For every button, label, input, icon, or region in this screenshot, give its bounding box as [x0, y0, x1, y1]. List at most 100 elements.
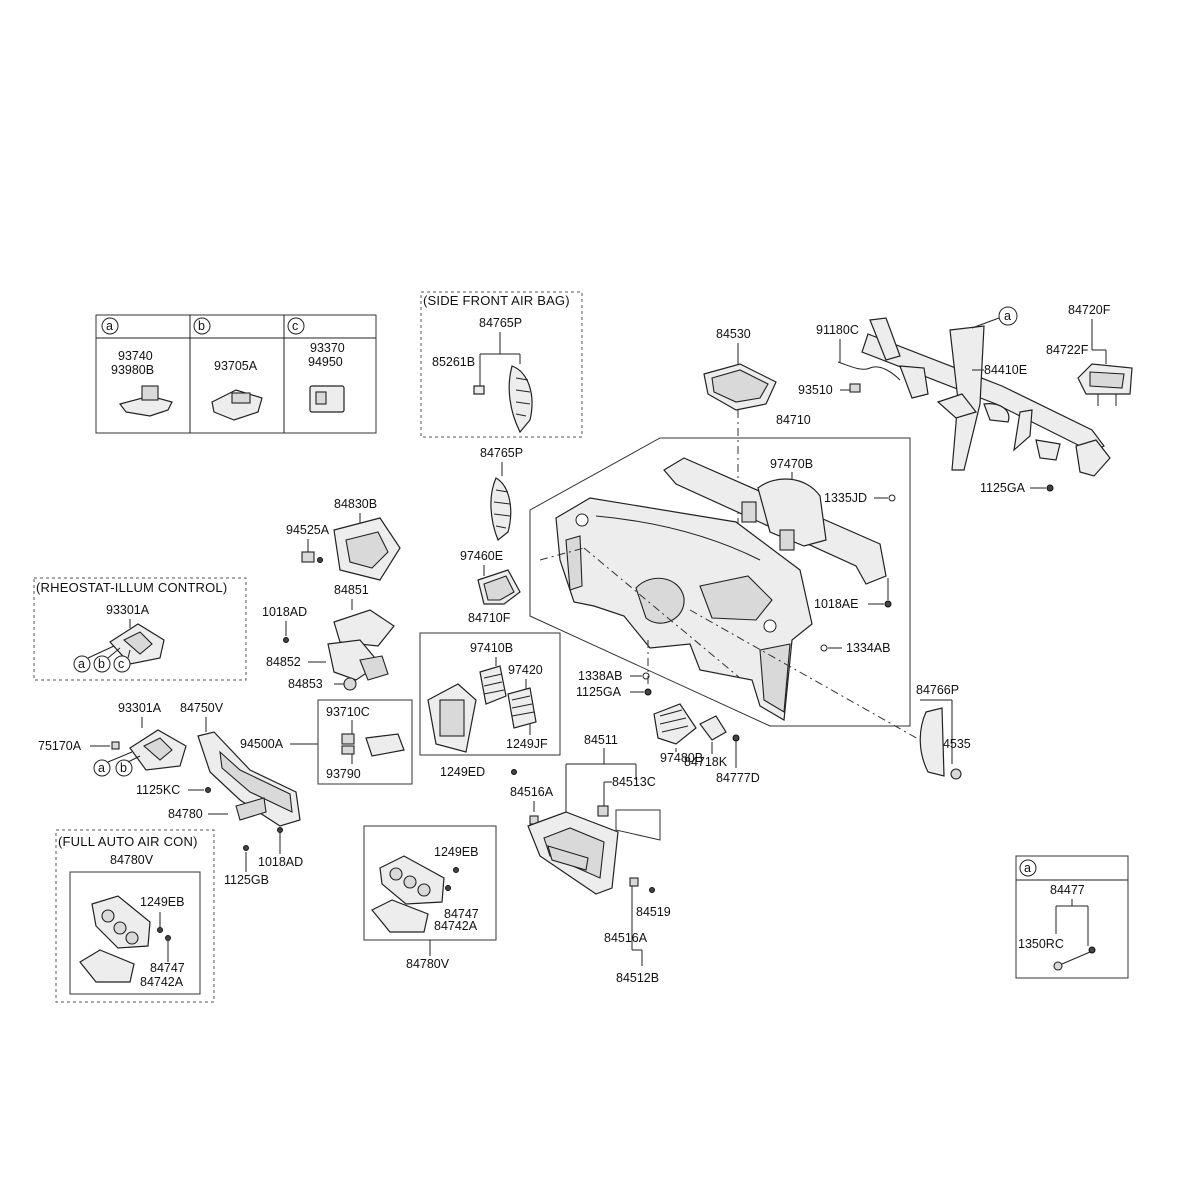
- part-label: 84516A: [604, 931, 648, 945]
- part-label: 97480B: [660, 751, 703, 765]
- connector-part: [301, 551, 315, 563]
- part-label: 84766P: [916, 683, 959, 697]
- side-front-air-bag-box: (SIDE FRONT AIR BAG) 84765P 85261B: [420, 291, 583, 438]
- part-label: 1335JD: [824, 491, 867, 505]
- climate-knob-part: [101, 909, 115, 923]
- callout-circle: [101, 317, 119, 335]
- part-label: 84710F: [468, 611, 511, 625]
- part-label: 84742A: [140, 975, 184, 989]
- variant-table: a b c 93740 93980B 93705A 93370 94950: [95, 314, 377, 434]
- screw-icon: [511, 769, 517, 775]
- part-label: 94525A: [286, 523, 330, 537]
- part-label: 93510: [798, 383, 833, 397]
- callout-circle: [115, 759, 133, 777]
- callout-letter: c: [118, 657, 124, 671]
- center-vent-part: [507, 687, 537, 729]
- clip-icon: [473, 385, 485, 395]
- lower-center-parts: 1338AB 1125GA 97480B 84718K 84777D: [576, 640, 760, 785]
- defroster-nozzle: 84530: [703, 327, 777, 580]
- part-label: 84747: [444, 907, 479, 921]
- climate-knob-part: [417, 883, 431, 897]
- bracket-part: [1075, 439, 1111, 477]
- glove-box-group: 84511 84516A 84513C 84519 84516A 84512B: [510, 733, 671, 985]
- part-label: 84853: [288, 677, 323, 691]
- clip-icon: [1053, 961, 1063, 971]
- part-label: 84512B: [616, 971, 659, 985]
- clip-icon: [629, 877, 639, 887]
- bracket-part: [1035, 439, 1061, 461]
- storage-tray-part: [79, 949, 135, 983]
- connector-part: [849, 383, 861, 393]
- side-cover-part: [919, 707, 945, 777]
- part-label: 84513C: [612, 775, 656, 789]
- part-label: 93710C: [326, 705, 370, 719]
- part-label: 84765P: [479, 316, 522, 330]
- climate-knob-part: [125, 931, 139, 945]
- switch-panel-part: [365, 733, 405, 757]
- upper-shroud-part: [333, 609, 395, 647]
- climate-knob-part: [113, 921, 127, 935]
- part-label: 84780V: [406, 957, 450, 971]
- part-label: 84750V: [180, 701, 224, 715]
- variant-c-letter: c: [292, 319, 298, 333]
- airbag-trim-part: [508, 365, 533, 434]
- switch-knob-part: [141, 385, 159, 401]
- switch-box: 93710C 93790: [317, 699, 413, 785]
- part-label: 84519: [636, 905, 671, 919]
- climate-knob-part: [389, 867, 403, 881]
- box-title: (SIDE FRONT AIR BAG): [423, 293, 570, 308]
- crash-pad-part: [555, 497, 813, 721]
- screw-icon: [205, 787, 211, 793]
- screw-icon: [1088, 946, 1096, 954]
- switch-module-detail: [315, 391, 327, 405]
- part-label: 84742A: [434, 919, 478, 933]
- bracket-part: [899, 365, 929, 399]
- leader-line: [689, 609, 921, 741]
- part-label: 93301A: [106, 603, 150, 617]
- part-label: 1249EB: [434, 845, 478, 859]
- bracket-part: [1013, 409, 1033, 452]
- part-label: 84747: [150, 961, 185, 975]
- part-label: 93370: [310, 341, 345, 355]
- screw-icon: [317, 557, 323, 563]
- center-vent-box: 84710F 97410B 97420 1249JF: [419, 611, 561, 756]
- part-label: 1334AB: [846, 641, 890, 655]
- switch-module-part: [309, 385, 345, 413]
- bracket-part: [869, 317, 901, 361]
- switch-part: [341, 733, 355, 745]
- defroster-part-inner: [711, 369, 769, 403]
- clip-icon: [111, 741, 120, 750]
- part-label: 84410E: [984, 363, 1027, 377]
- switch-panel-part: [235, 797, 267, 821]
- part-label: 84535: [936, 737, 971, 751]
- part-label: 84722F: [1046, 343, 1089, 357]
- bracket-part: [699, 715, 727, 741]
- clip-icon: [820, 644, 828, 652]
- lower-crash-pad-inner: [345, 531, 389, 569]
- cowl-detail-box: a 84477 1350RC: [1015, 855, 1129, 979]
- bracket-part: [983, 403, 1010, 423]
- part-label: 97410B: [470, 641, 513, 655]
- part-label: 84477: [1050, 883, 1085, 897]
- box-title: (FULL AUTO AIR CON): [58, 834, 198, 849]
- part-label: 93790: [326, 767, 361, 781]
- cover-clip-part: [950, 768, 962, 780]
- tray-part-inner: [1089, 371, 1125, 389]
- side-trim-part: [490, 477, 512, 541]
- box-title: (RHEOSTAT-ILLUM CONTROL): [36, 580, 227, 595]
- storage-tray-group: 84720F 84722F: [1046, 303, 1133, 406]
- part-label: 84830B: [334, 497, 377, 511]
- part-label: 1249EB: [140, 895, 184, 909]
- part-label: 84851: [334, 583, 369, 597]
- crash-pad-seam: [595, 515, 761, 561]
- glove-box-inner: [543, 827, 605, 879]
- callout-letter: a: [1004, 309, 1011, 323]
- callout-letter: a: [78, 657, 85, 671]
- callout-circle: [93, 759, 111, 777]
- part-label: 1249ED: [440, 765, 485, 779]
- side-panel-part: [759, 643, 791, 713]
- part-label: 1125GA: [576, 685, 622, 699]
- callout-circle: [287, 317, 305, 335]
- center-bezel-screen: [439, 699, 465, 737]
- part-label: 85261B: [432, 355, 475, 369]
